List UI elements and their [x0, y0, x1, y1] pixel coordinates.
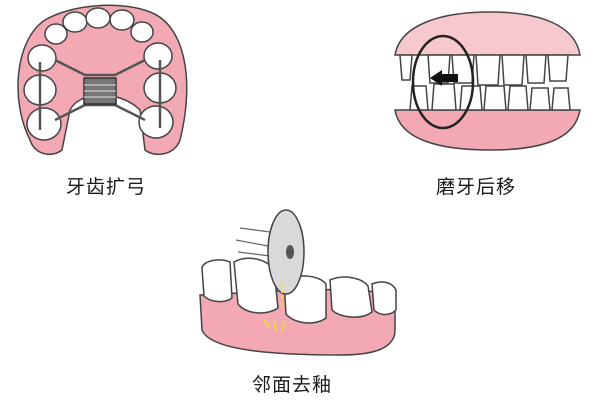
panel-interproximal-reduction: 邻面去釉: [190, 200, 410, 400]
interproximal-enamel-reduction-illustration: [199, 209, 397, 356]
enamel-dust-marks: [263, 284, 285, 333]
molar-highlight-circle: [411, 34, 475, 130]
caption-molar-distalization: 磨牙后移: [436, 176, 517, 198]
caption-palatal-expansion: 牙齿扩弓: [66, 176, 147, 198]
panel-molar-distalization: 磨牙后移: [380, 0, 600, 200]
arrow-left-icon: [430, 70, 458, 86]
panel-palatal-expansion: 牙齿扩弓: [0, 0, 220, 200]
molar-distalization-illustration: [394, 11, 581, 151]
palatal-expander-illustration: [17, 4, 188, 156]
expansion-screw-icon: [83, 77, 117, 105]
caption-interproximal-reduction: 邻面去釉: [252, 374, 333, 396]
polishing-disc-icon: [267, 209, 305, 295]
